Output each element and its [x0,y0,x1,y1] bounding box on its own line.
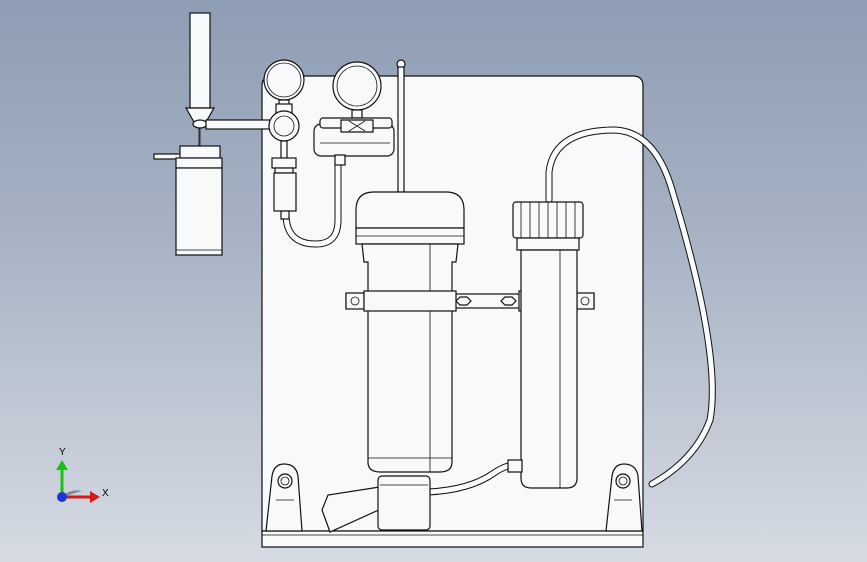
left-clamp [265,463,303,532]
coordinate-triad: Y X [56,447,109,503]
connecting-pipe [198,119,271,146]
gas-hose-left [282,156,342,248]
long-hose-right [545,126,716,488]
y-axis-label: Y [59,447,66,458]
regulator-body [268,103,300,220]
large-filter-canister [355,191,465,473]
right-clamp [605,463,643,532]
humidifier-cup [153,145,223,256]
valve-block [313,117,395,166]
x-axis-label: X [102,488,109,499]
flowmeter [184,12,216,146]
small-filter-canister [507,201,584,489]
probe-rod [396,59,406,194]
bottom-valve [321,475,431,533]
